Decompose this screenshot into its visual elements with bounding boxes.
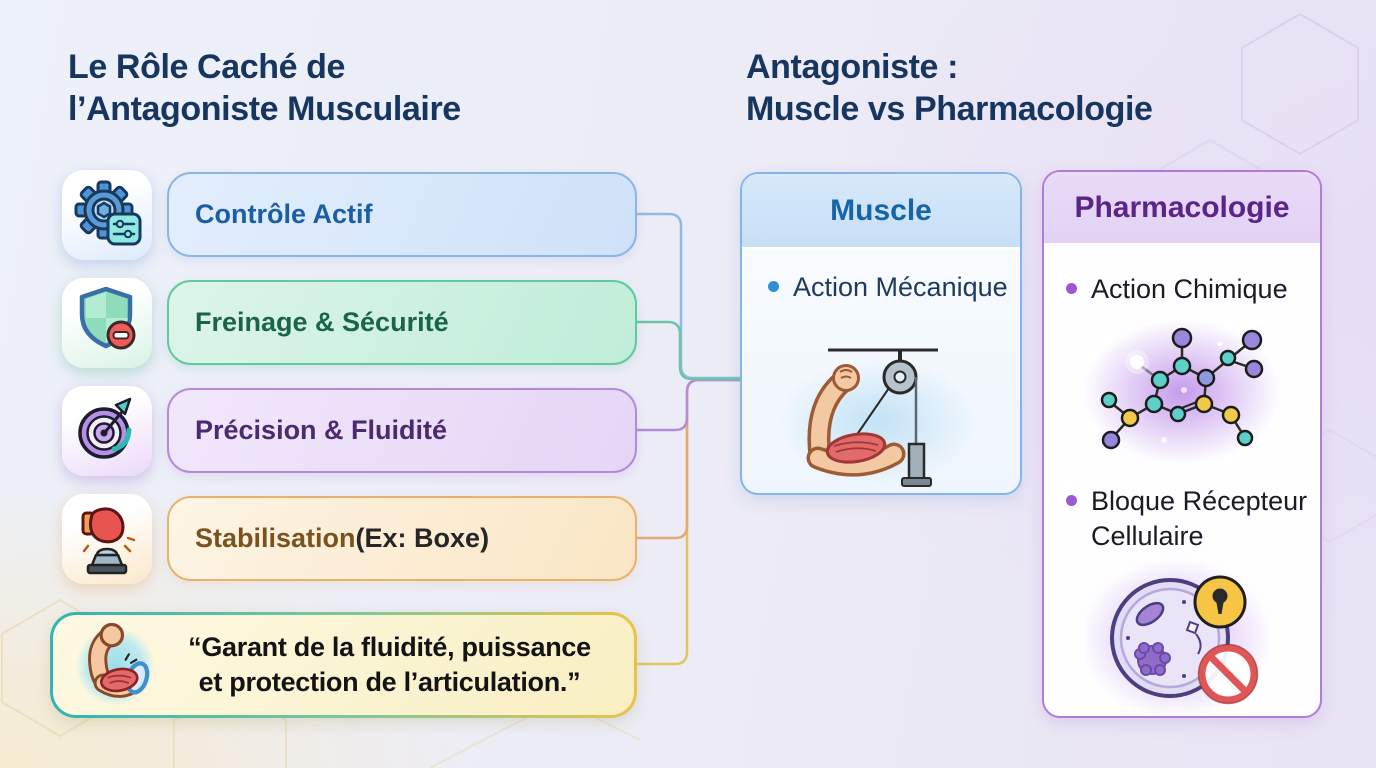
bullet-text: Action Mécanique <box>793 272 1008 302</box>
quote-box: “Garant de la fluidité, puissance et pro… <box>50 612 637 718</box>
connector-green <box>635 320 742 381</box>
molecule-illustration <box>1084 320 1280 464</box>
row-label: Contrôle Actif <box>195 199 373 229</box>
pharma-bullet-bloque-recepteur: Bloque Récepteur Cellulaire <box>1066 484 1311 553</box>
shield-minus-icon <box>62 278 152 368</box>
row-controle-actif: Contrôle Actif <box>167 172 637 257</box>
left-title-line1: Le Rôle Caché de <box>68 48 346 86</box>
cell-receptor-blocked-illustration <box>1086 558 1271 716</box>
target-dart-icon <box>62 386 152 476</box>
row-label-main: Stabilisation <box>195 523 356 553</box>
row-label-suffix: (Ex: Boxe) <box>355 523 490 553</box>
bullet-dot <box>768 281 779 292</box>
gear-settings-icon <box>62 170 152 260</box>
right-title-line1: Antagoniste : <box>746 48 959 86</box>
bullet-dot <box>1066 283 1077 294</box>
quote-line1: “Garant de la fluidité, puissance <box>188 631 591 662</box>
right-title-line2: Muscle vs Pharmacologie <box>746 90 1153 129</box>
boxing-glove-bell-icon <box>62 494 152 584</box>
flexed-bicep-icon <box>75 622 155 706</box>
bullet-text: Bloque Récepteur Cellulaire <box>1091 486 1308 551</box>
row-precision-fluidite: Précision & Fluidité <box>167 388 637 473</box>
muscle-card-header: Muscle <box>742 174 1020 250</box>
row-stabilisation: Stabilisation (Ex: Boxe) <box>167 496 637 581</box>
left-title: Le Rôle Caché de l’Antagoniste Musculair… <box>68 46 461 130</box>
row-label: Précision & Fluidité <box>195 415 448 445</box>
arm-pulley-illustration <box>778 348 978 487</box>
left-title-line2: l’Antagoniste Musculaire <box>68 90 461 129</box>
pharmacologie-card: Pharmacologie Action Chimique <box>1042 170 1322 718</box>
row-label: Freinage & Sécurité <box>195 307 449 337</box>
quote-text: “Garant de la fluidité, puissance et pro… <box>163 630 634 700</box>
pharmacologie-card-header: Pharmacologie <box>1044 172 1320 246</box>
pharma-bullet-action-chimique: Action Chimique <box>1066 272 1316 307</box>
muscle-bullet-action-mecanique: Action Mécanique <box>768 270 1008 305</box>
row-freinage-securite: Freinage & Sécurité <box>167 280 637 365</box>
bullet-dot <box>1066 495 1077 506</box>
connector-purple <box>635 378 742 432</box>
bullet-text: Action Chimique <box>1091 274 1288 304</box>
muscle-card: Muscle Action Mécanique <box>740 172 1022 495</box>
right-title: Antagoniste : Muscle vs Pharmacologie <box>746 46 1153 130</box>
quote-line2: et protection de l’articulation.” <box>198 667 581 697</box>
